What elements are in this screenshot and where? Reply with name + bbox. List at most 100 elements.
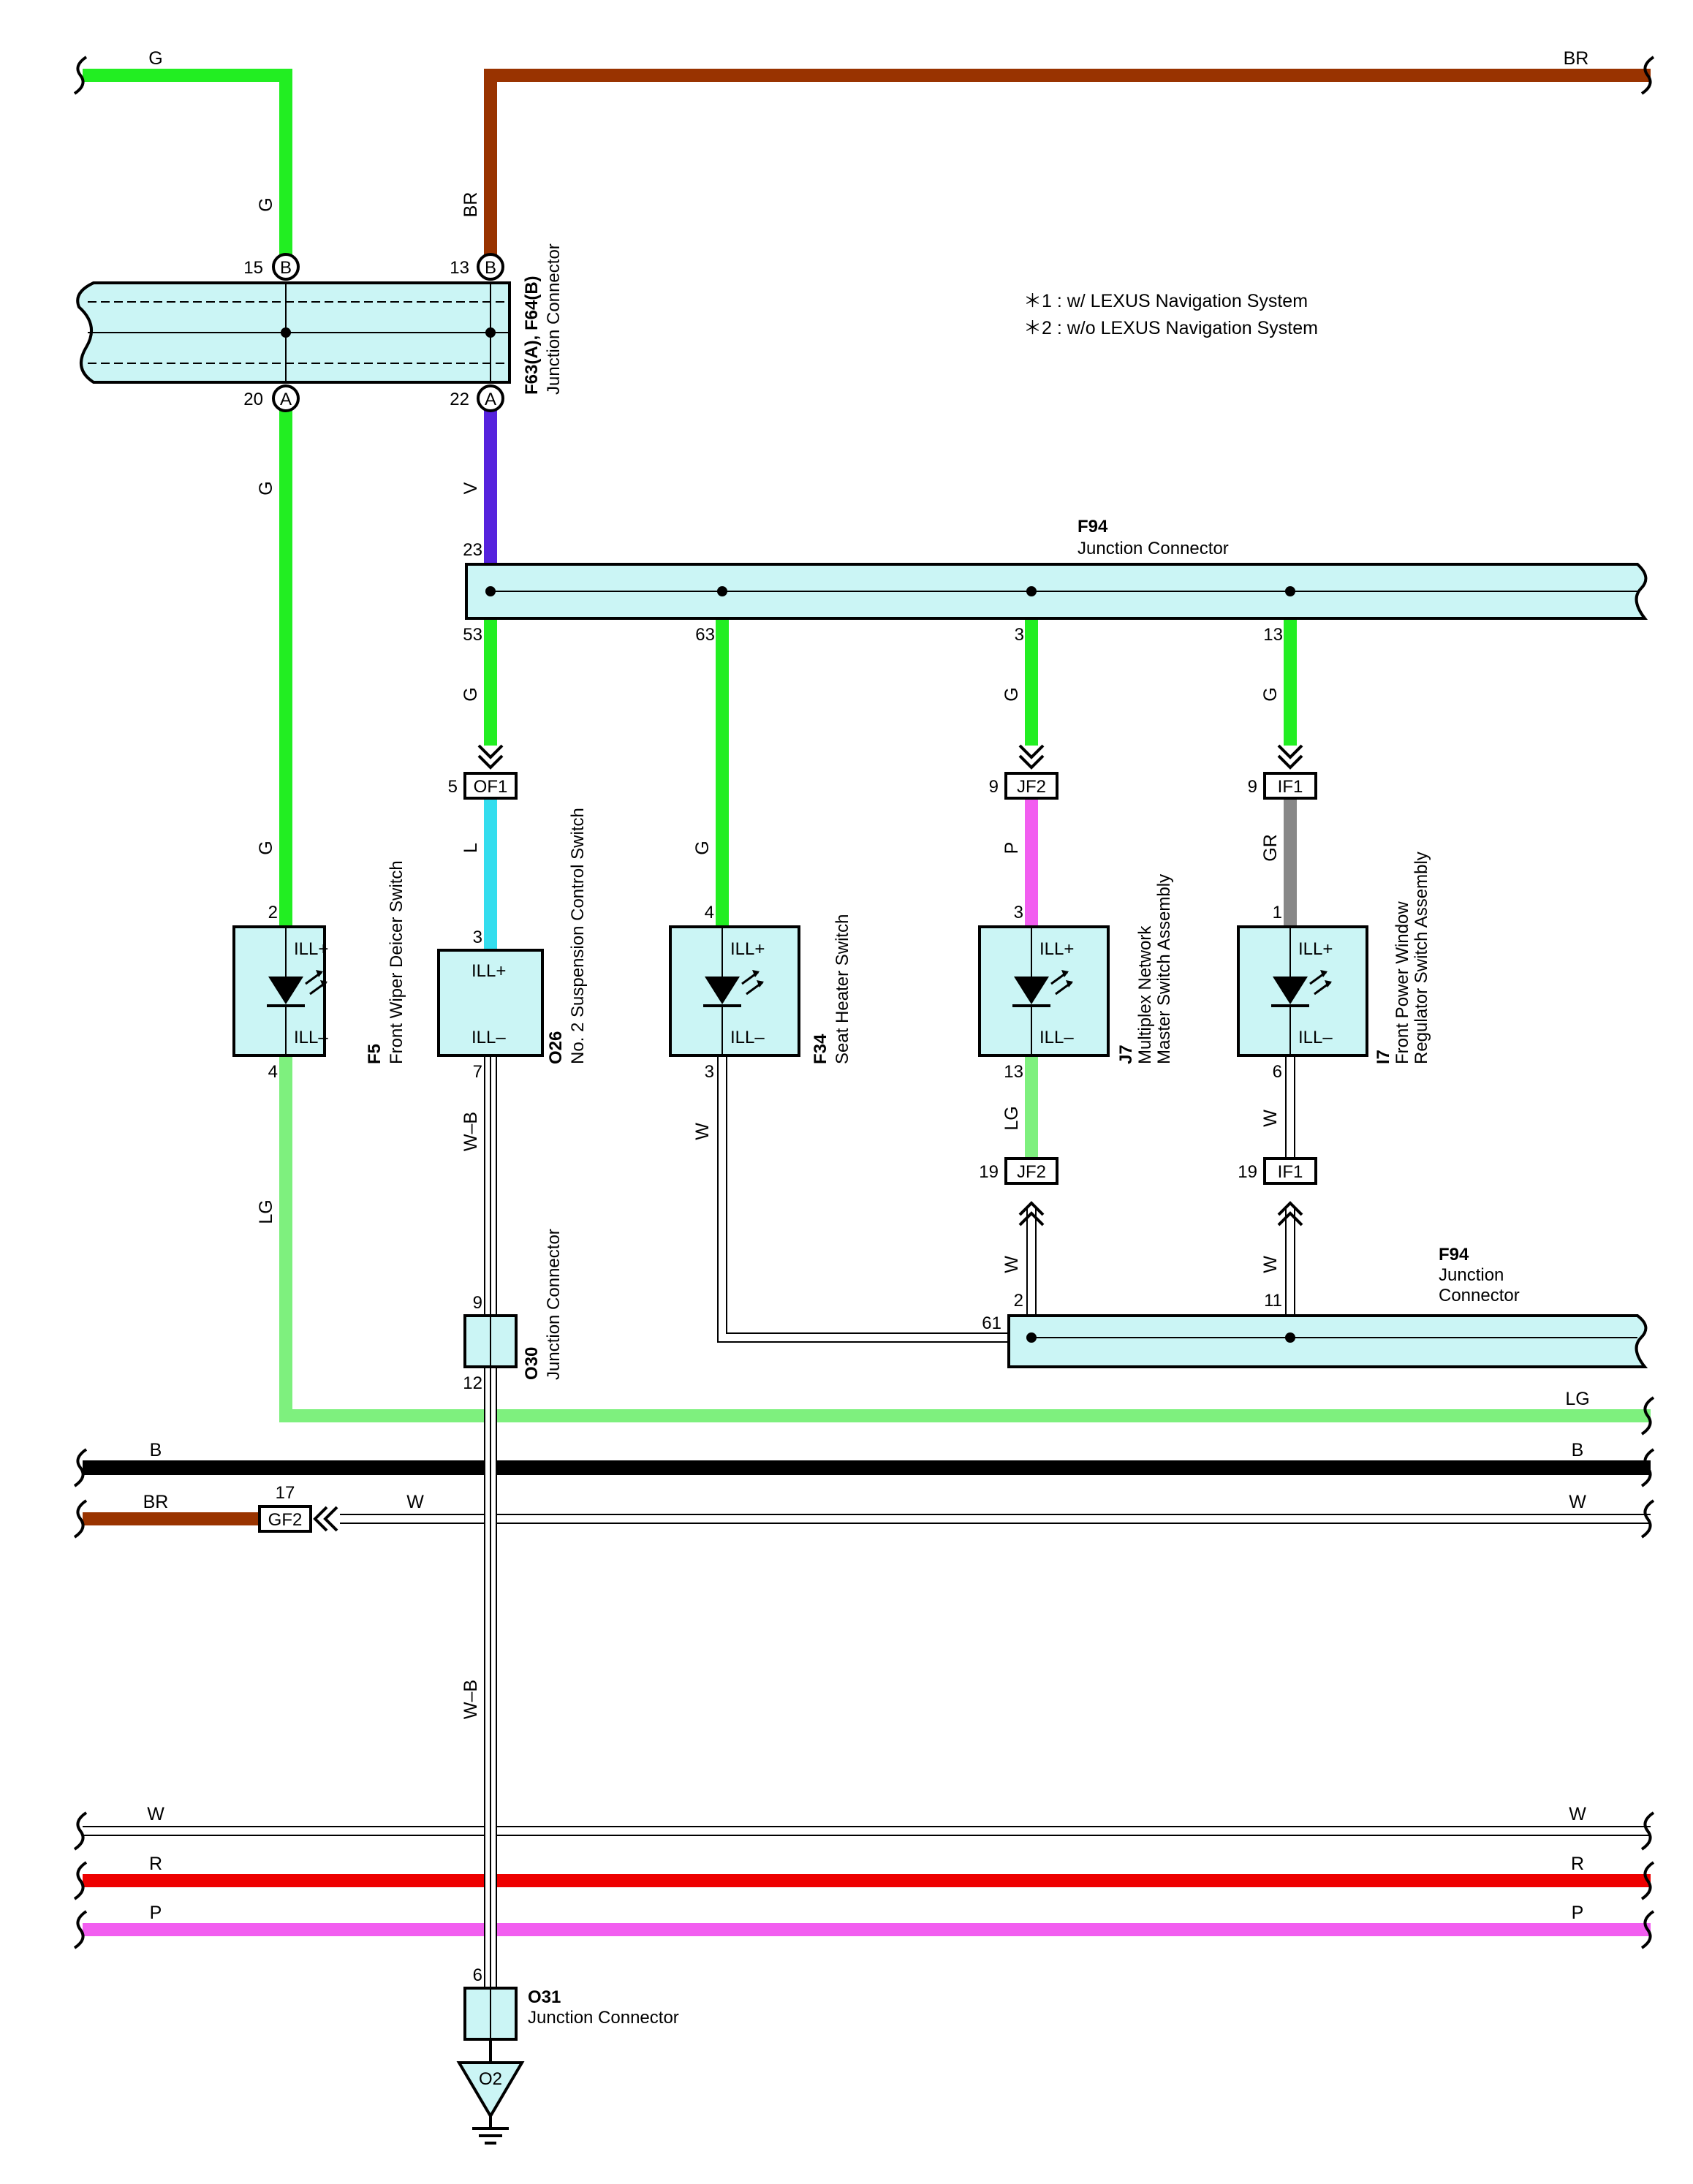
of1-pin: 5 [448,777,458,797]
wire-label: P [150,1903,162,1923]
wire-label: R [149,1854,162,1874]
f5-name: Front Wiper Deicer Switch [387,860,406,1064]
connector-gf2: GF2 17 [258,1483,312,1533]
o30-name: Junction Connector [544,1229,564,1380]
pin-22: 22 [450,390,469,409]
junction-connector-f94-top: F94 Junction Connector 23 53 63 3 13 [463,517,1648,645]
f94-pin-2: 2 [1014,1291,1023,1311]
led-icon [705,977,740,1004]
o31-pin: 6 [473,1965,482,1985]
o26-ill-minus: ILL– [471,1028,506,1047]
pin-letter-b1: B [280,258,292,278]
f94-pin-63: 63 [695,625,715,645]
wire-g-top [83,69,292,267]
junction-connector-o31: 6 O31 Junction Connector [463,1965,679,2041]
pin-13: 13 [450,258,469,278]
white-wires [83,1055,1651,1988]
wire-label: G [148,48,162,69]
wire-label: BR [1564,48,1589,69]
connector-of1: OF1 5 [448,772,518,800]
wire-label: W [1569,1492,1586,1512]
wire-labels: G BR G BR G V G G G L P GR G G W–B W LG … [143,48,1590,1923]
component-f34: ILL+ ILL– 4 3 F34 Seat Heater Switch [669,903,852,1082]
wires [83,69,1651,1936]
f34-ill-plus: ILL+ [730,939,765,959]
wire-label: G [256,197,276,211]
component-f5: ILL+ ILL– 2 4 F5 Front Wiper Deicer Swit… [232,860,406,1082]
o31-name: Junction Connector [528,2008,679,2028]
pin-letter-a1: A [280,390,292,409]
wire-label: V [461,482,481,494]
wire-label: BR [461,192,481,218]
connector-jf2-top: JF2 9 [989,772,1058,800]
f94-top-title: F94 [1077,517,1108,536]
f94-low-name-1: Junction [1439,1265,1504,1285]
o26-ill-plus: ILL+ [471,961,506,981]
j7-pin-bottom: 13 [1004,1062,1023,1082]
i7-id: I7 [1374,1050,1393,1064]
wire-label: B [1572,1440,1584,1460]
f94-pin-3: 3 [1015,625,1024,645]
f34-ill-minus: ILL– [730,1028,765,1047]
pin-letter-b2: B [485,258,496,278]
wire-label: B [150,1440,162,1460]
o30-pin-top: 9 [473,1293,482,1313]
i7-ill-minus: ILL– [1298,1028,1333,1047]
if1-top-pin: 9 [1248,777,1257,797]
j7-name-2: Master Switch Assembly [1154,874,1174,1064]
led-icon [268,977,303,1004]
wire-label: G [461,687,481,701]
f34-pin-bottom: 3 [705,1062,714,1082]
connector-if1-top: IF1 9 [1248,772,1317,800]
led-icon [1014,977,1049,1004]
wire-label: L [461,843,481,853]
i7-ill-plus: ILL+ [1298,939,1333,959]
junction-connector-f94-low: F94 Junction Connector 61 2 11 [982,1245,1648,1368]
wire-label: W [147,1804,164,1824]
wire-lg-f5 [279,1055,1651,1422]
i7-name-2: Regulator Switch Assembly [1412,852,1431,1064]
f63-name: Junction Connector [544,243,564,395]
pin-letter-a2: A [485,390,496,409]
connector-if1-low: IF1 19 [1238,1157,1317,1185]
jf2-top-pin: 9 [989,777,999,797]
f5-ill-minus: ILL– [294,1028,328,1047]
ground-label: O2 [479,2069,502,2089]
gf2-code: GF2 [268,1510,303,1530]
wire-label: W–B [461,1680,481,1719]
connector-jf2-low: JF2 19 [979,1157,1058,1185]
break-marks [73,56,1655,1949]
wire-label: W [1001,1256,1022,1273]
pin-15: 15 [243,258,263,278]
i7-name-1: Front Power Window [1393,901,1412,1064]
wire-label: G [256,481,276,495]
wire-label: LG [256,1199,276,1224]
o26-id: O26 [546,1031,566,1064]
wire-label: W [692,1123,713,1140]
wire-label: R [1571,1854,1584,1874]
f94-pin-13: 13 [1263,625,1283,645]
wire-label: G [1260,687,1281,701]
f5-pin-top: 2 [268,903,278,922]
f34-pin-top: 4 [705,903,714,922]
f63-title: F63(A), F64(B) [522,276,542,395]
j7-pin-top: 3 [1014,903,1023,922]
j7-ill-minus: ILL– [1039,1028,1074,1047]
f94-low-name-2: Connector [1439,1286,1520,1305]
wire-label: W [1260,1110,1281,1127]
wire-label: P [1001,842,1022,854]
f34-id: F34 [811,1034,830,1064]
pin-20: 20 [243,390,263,409]
wire-label: G [256,841,276,854]
i7-pin-top: 1 [1273,903,1282,922]
wire-label: W [1569,1804,1586,1824]
if1-low-code: IF1 [1278,1162,1303,1182]
f94-pin-61: 61 [982,1313,1001,1333]
f94-low-title: F94 [1439,1245,1469,1264]
inline-connectors [313,744,1303,1532]
f94-top-name: Junction Connector [1077,539,1229,558]
j7-name-1: Multiplex Network [1135,925,1155,1064]
component-j7: ILL+ ILL– 3 13 J7 Multiplex Network Mast… [978,874,1174,1082]
f94-pin-23: 23 [463,540,482,560]
wire-br-top [484,69,1651,267]
